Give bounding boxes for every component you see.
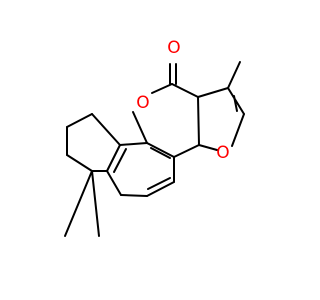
bond-c2-c3-inner xyxy=(233,95,238,112)
bond-lactone-oxygen-carbonyl xyxy=(151,83,173,94)
furan-oxygen-label: O xyxy=(216,143,229,163)
bond-c3a-c9b xyxy=(197,96,200,146)
bond-lines xyxy=(64,61,245,237)
bond-c11b-oxygen xyxy=(132,111,148,144)
bond-c7-c6 xyxy=(120,194,148,197)
bond-c3a-c3 xyxy=(197,87,229,98)
carbonyl-oxygen-label: O xyxy=(167,38,180,58)
bond-c9a-c11b-inner xyxy=(150,147,171,159)
bond-c7a-c7 xyxy=(106,170,122,196)
bond-carbonyl-c3a xyxy=(171,83,199,98)
bond-c11a-c11 xyxy=(91,113,121,146)
bond-c9b-c9a xyxy=(173,144,200,158)
bond-furan-oxygen-c9b xyxy=(198,144,218,151)
bond-c6-c5-inner xyxy=(147,177,171,190)
bond-c3-methyl xyxy=(227,61,241,89)
atom-labels: O O O xyxy=(136,38,229,163)
bond-c8-methyl-b xyxy=(91,170,100,237)
bond-c11-c10 xyxy=(66,113,93,128)
bond-c11a-c7a-inner xyxy=(113,148,127,173)
bond-c2-furan-oxygen xyxy=(231,113,245,147)
bond-c8-methyl-a xyxy=(64,170,93,237)
bond-c9a-c11b xyxy=(146,142,175,158)
chemical-structure-diagram: O O O xyxy=(64,38,245,237)
bond-c9-c8 xyxy=(66,154,93,172)
bond-c11a-c7a xyxy=(106,144,121,172)
bond-c6-c5 xyxy=(146,181,175,197)
bond-c11b-c11a xyxy=(119,142,148,146)
ring-oxygen-label: O xyxy=(136,93,149,113)
